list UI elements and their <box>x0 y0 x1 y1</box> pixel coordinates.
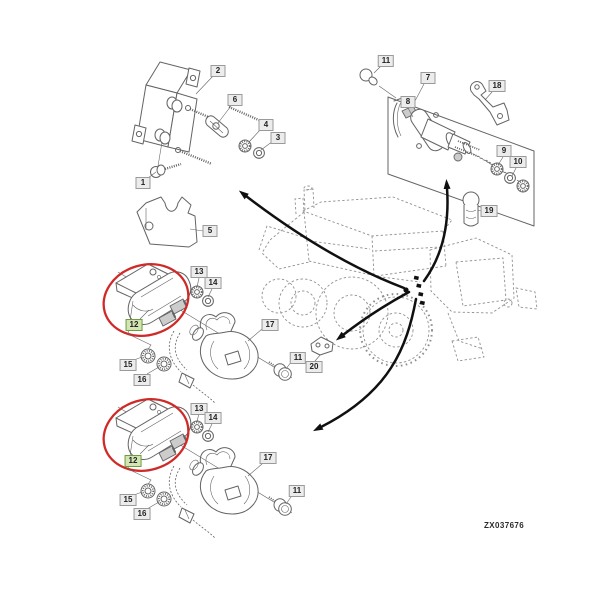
callout-16-bottom[interactable]: 16 <box>133 508 151 520</box>
location-arrows <box>238 179 451 432</box>
arrow-to-controller-assembly <box>238 190 406 290</box>
part-3-4-washers-drawing <box>238 139 265 159</box>
callout-14-bottom[interactable]: 14 <box>204 412 222 424</box>
arrow-to-middle-assembly <box>335 290 411 341</box>
part-19-plug-drawing <box>462 191 480 227</box>
callout-18[interactable]: 18 <box>488 80 506 92</box>
part-5-bracket-drawing <box>136 196 198 248</box>
drawing-number-watermark: ZX037676 <box>484 521 525 530</box>
callout-7[interactable]: 7 <box>420 72 436 84</box>
part-1-bolt-drawing <box>150 162 182 178</box>
callout-14-middle[interactable]: 14 <box>204 277 222 289</box>
callout-1[interactable]: 1 <box>135 177 151 189</box>
callout-4[interactable]: 4 <box>258 119 274 131</box>
part-20-plate-drawing <box>310 336 334 356</box>
callout-10[interactable]: 10 <box>509 156 527 168</box>
callout-6[interactable]: 6 <box>227 94 243 106</box>
callout-2[interactable]: 2 <box>210 65 226 77</box>
part-2-controller-assembly-drawing <box>131 61 262 167</box>
callout-19[interactable]: 19 <box>480 205 498 217</box>
callout-11-bottom[interactable]: 11 <box>288 485 306 497</box>
part-8-valve-drawing <box>392 97 521 183</box>
part-6-clamp-drawing <box>205 115 229 138</box>
callout-9[interactable]: 9 <box>496 145 512 157</box>
callout-17-bottom[interactable]: 17 <box>259 452 277 464</box>
part-18-strap-drawing <box>469 81 510 126</box>
callout-15-middle[interactable]: 15 <box>119 359 137 371</box>
callout-12-bottom-highlighted[interactable]: 12 <box>124 455 142 467</box>
arrow-to-bottom-assembly <box>312 297 418 432</box>
tractor-outline-sketch <box>258 185 538 367</box>
callout-13-middle[interactable]: 13 <box>190 266 208 278</box>
callout-11-top[interactable]: 11 <box>377 55 395 67</box>
callout-12-middle-highlighted[interactable]: 12 <box>125 319 143 331</box>
callout-5[interactable]: 5 <box>202 225 218 237</box>
arrow-to-boxed-assembly <box>422 179 451 283</box>
callout-3[interactable]: 3 <box>270 132 286 144</box>
callout-16-middle[interactable]: 16 <box>133 374 151 386</box>
callout-15-bottom[interactable]: 15 <box>119 494 137 506</box>
callout-11-middle[interactable]: 11 <box>289 352 307 364</box>
callout-8[interactable]: 8 <box>400 96 416 108</box>
part-7-assembly-box <box>387 96 535 227</box>
callout-13-bottom[interactable]: 13 <box>190 403 208 415</box>
part-11-bolt-top-drawing <box>359 68 397 99</box>
callout-17-middle[interactable]: 17 <box>261 319 279 331</box>
callout-20[interactable]: 20 <box>305 361 323 373</box>
